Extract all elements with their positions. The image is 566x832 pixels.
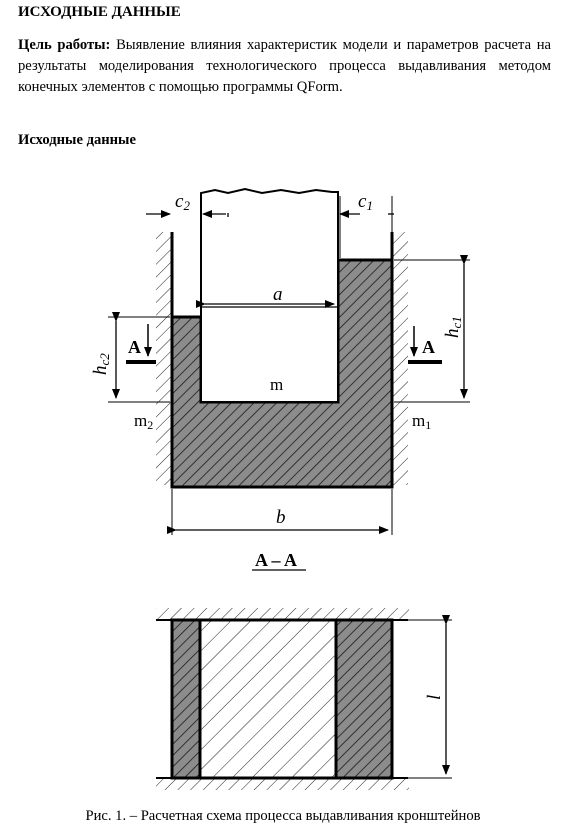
right-wall-hatch [392,232,408,485]
goal-text: Выявление влияния характеристик модели и… [18,37,551,95]
label-hc1: hc1 [442,316,464,338]
label-a: a [273,284,283,305]
label-c2: c2 [175,191,190,213]
label-m1: m1 [412,411,431,432]
label-b: b [276,507,286,528]
top-wall-hatch [156,608,409,620]
section-title: A – A [255,550,297,570]
goal-label: Цель работы: [18,37,111,53]
label-m2: m2 [134,411,153,432]
left-billet-section [170,618,202,780]
goal-paragraph: Цель работы: Выявление влияния характери… [18,35,551,98]
page-heading: ИСХОДНЫЕ ДАННЫЕ [18,4,181,20]
section-subheading: Исходные данные [18,132,136,148]
punch-section [198,618,338,780]
label-hc2: hc2 [90,353,112,375]
left-wall-hatch [156,232,172,485]
punch [200,187,339,403]
cross-section-AA: l [156,608,452,790]
right-billet-section [334,618,394,780]
label-m: m [270,375,283,394]
bottom-wall-hatch [156,778,409,790]
figure-caption: Рис. 1. – Расчетная схема процесса выдав… [85,808,481,824]
label-A-left: A [128,337,141,357]
label-c1: c1 [358,191,373,213]
label-l: l [424,695,445,700]
longitudinal-section: c2 c1 a b m m1 m2 A A hc2 hc1 [90,187,470,535]
label-A-right: A [422,337,435,357]
